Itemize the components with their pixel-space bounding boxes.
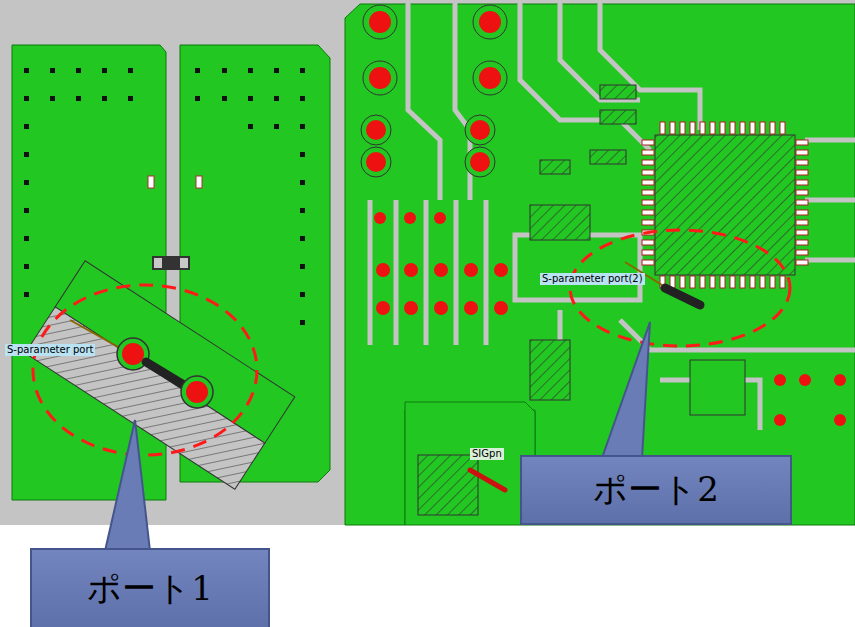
callout-label: ポート2: [593, 471, 719, 508]
ref-mark: [148, 176, 154, 188]
callout-box: ポート1: [30, 548, 270, 627]
port-pad: [25, 261, 295, 489]
callout-label: ポート1: [87, 570, 213, 607]
callout-tail: [105, 420, 150, 551]
callout-tail: [602, 322, 650, 458]
highlight-ellipse: [570, 230, 790, 346]
ref-mark: [196, 176, 202, 188]
copper-area: [345, 4, 855, 525]
trace-clearance: [370, 0, 855, 430]
port-probe: [70, 320, 213, 408]
through-holes: [361, 5, 846, 426]
port-label: SIGpn: [470, 448, 504, 460]
port-label: S-parameter port(2): [540, 273, 645, 285]
highlight-ellipse: [33, 285, 257, 455]
copper-pad: [405, 402, 535, 525]
ic-package: [642, 122, 808, 288]
chip-component: [152, 256, 190, 270]
callout-box: ポート2: [520, 455, 792, 525]
port-label: S-parameter port: [5, 344, 95, 356]
